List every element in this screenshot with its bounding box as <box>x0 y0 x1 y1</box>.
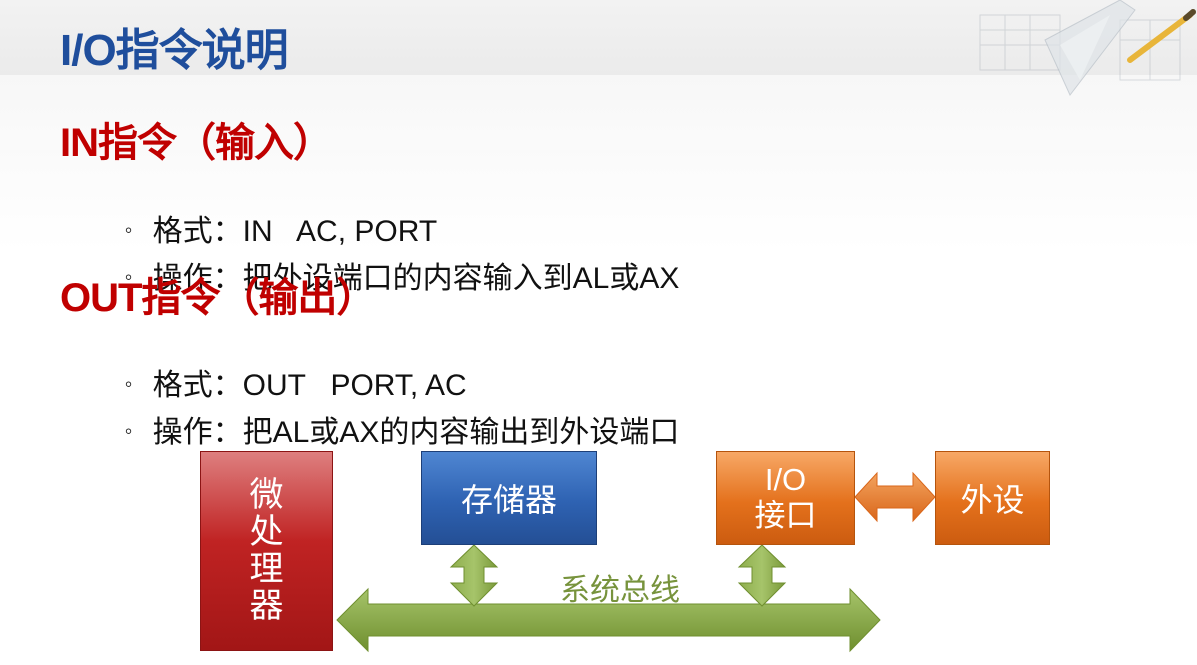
out-format-text: 格式：OUT PORT, AC <box>152 369 467 402</box>
header-band <box>0 0 1197 75</box>
bullet-mark: ◦ <box>124 418 133 443</box>
peripheral-device-box: 外设 <box>935 451 1050 545</box>
io-interface-label: I/O接口 <box>754 462 817 533</box>
out-format-bullet: ◦ 格式：OUT PORT, AC <box>108 326 467 404</box>
microprocessor-label: 微处理器 <box>249 476 284 625</box>
content-background <box>0 75 1197 665</box>
out-instruction-heading: OUT指令（输出） <box>60 276 376 320</box>
out-operation-text: 操作：把AL或AX的内容输出到外设端口 <box>152 416 680 449</box>
in-operation-text: 操作：把外设端口的内容输入到AL或AX <box>152 262 680 295</box>
system-bus-label: 系统总线 <box>560 574 680 607</box>
slide-title: I/O指令说明 <box>60 26 289 75</box>
drafting-tools-decoration <box>979 0 1196 96</box>
in-format-bullet: ◦ 格式：IN AC, PORT <box>108 172 438 250</box>
out-operation-bullet: ◦ 操作：把AL或AX的内容输出到外设端口 <box>108 373 680 451</box>
io-device-arrow <box>854 471 936 523</box>
bullet-mark: ◦ <box>124 371 133 396</box>
bullet-mark: ◦ <box>124 264 133 289</box>
microprocessor-box: 微处理器 <box>200 451 333 651</box>
in-format-text: 格式：IN AC, PORT <box>152 215 438 248</box>
bullet-mark: ◦ <box>124 217 133 242</box>
io-bus-arrow <box>737 544 787 607</box>
memory-box: 存储器 <box>421 451 597 545</box>
memory-bus-arrow <box>449 544 499 607</box>
peripheral-device-label: 外设 <box>960 482 1025 518</box>
io-interface-box: I/O接口 <box>716 451 855 545</box>
in-operation-bullet: ◦ 操作：把外设端口的内容输入到AL或AX <box>108 219 680 297</box>
memory-label: 存储器 <box>460 482 557 518</box>
in-instruction-heading: IN指令（输入） <box>60 121 333 165</box>
